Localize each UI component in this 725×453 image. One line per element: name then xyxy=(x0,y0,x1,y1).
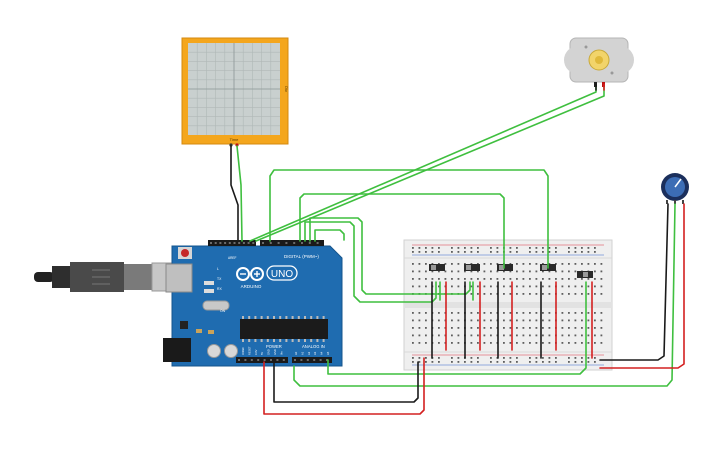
pot-pin-left[interactable] xyxy=(666,200,668,204)
l-led-label: L xyxy=(217,267,219,271)
analog-pin-label: A0 xyxy=(294,351,298,355)
breadboard-jumpers xyxy=(431,281,593,359)
power-pin-label: RESET xyxy=(247,346,251,355)
power-pin-label: 3.3V xyxy=(254,349,258,355)
power-header-label: POWER xyxy=(266,344,282,349)
aref-label: AREF xyxy=(228,256,237,260)
slide-switch-2[interactable] xyxy=(464,264,480,271)
wire-analog-a0[interactable] xyxy=(327,281,587,375)
oscilloscope[interactable]: Time Div xyxy=(181,37,289,147)
power-pin-label: GND xyxy=(273,349,277,355)
analog-header-label: ANALOG IN xyxy=(302,344,325,349)
digital-header-left[interactable] xyxy=(208,240,256,246)
wire-pot-red[interactable] xyxy=(599,203,685,369)
wire-short-3[interactable] xyxy=(314,229,345,242)
digital-header-label: DIGITAL (PWM~) xyxy=(284,254,319,259)
usb-socket[interactable] xyxy=(165,263,193,293)
power-header[interactable] xyxy=(236,357,288,363)
analog-pin-label: A1 xyxy=(300,351,304,355)
tx-label: TX xyxy=(217,277,222,281)
analog-header[interactable] xyxy=(292,357,332,363)
analog-pin-label: A3 xyxy=(313,351,317,355)
arduino-brand-label: ARDUINO xyxy=(241,284,262,289)
pot-pin-right[interactable] xyxy=(682,200,684,204)
power-jack[interactable] xyxy=(163,338,191,362)
oscilloscope-side-label: Div xyxy=(284,86,289,92)
breadboard[interactable] xyxy=(403,239,613,371)
analog-pin-label: A2 xyxy=(307,351,311,355)
rx-label: RX xyxy=(217,287,222,291)
power-pin-label: Vin xyxy=(279,351,283,355)
wire-scope-black[interactable] xyxy=(230,145,239,242)
wire-short-2[interactable] xyxy=(309,217,471,295)
power-pin-label: 5V xyxy=(260,352,264,355)
wire-gnd-main[interactable] xyxy=(273,361,419,403)
digital-header-right[interactable] xyxy=(260,240,324,246)
wire-loop-switch4[interactable] xyxy=(269,169,549,269)
wire-scope-green[interactable] xyxy=(236,145,243,242)
wire-loop-switch3[interactable] xyxy=(299,193,505,269)
analog-pin-label: A4 xyxy=(320,351,324,355)
arduino-uno[interactable]: UNO ARDUINO DIGITAL (PWM~) AREF TX RX L … xyxy=(163,240,343,367)
wire-pot-wiper[interactable] xyxy=(293,203,676,387)
capacitor-1 xyxy=(207,344,221,358)
slide-switch-1[interactable] xyxy=(429,264,445,271)
wire-motor-1[interactable] xyxy=(249,86,597,242)
power-pin-label: IOREF xyxy=(241,347,245,355)
oscilloscope-time-label: Time xyxy=(230,137,240,142)
transistor[interactable] xyxy=(577,271,593,278)
dc-motor[interactable] xyxy=(564,37,634,87)
wire-5v-main[interactable] xyxy=(263,357,425,415)
capacitor-2 xyxy=(224,344,238,358)
slide-switch-3[interactable] xyxy=(497,264,513,271)
reset-button[interactable] xyxy=(181,249,189,257)
wire-pot-black[interactable] xyxy=(599,203,669,361)
crystal-oscillator xyxy=(202,300,230,311)
analog-pin-label: A5 xyxy=(326,351,330,355)
oscilloscope-ground-pin[interactable] xyxy=(235,143,239,147)
atmega-chip xyxy=(240,319,328,339)
arduino-model-label: UNO xyxy=(271,269,293,280)
wires xyxy=(230,83,685,415)
power-pin-label: GND xyxy=(267,349,271,355)
oscilloscope-probe-pin[interactable] xyxy=(229,143,233,147)
pot-pin-mid[interactable] xyxy=(674,200,676,204)
usb-cable xyxy=(34,262,175,292)
on-led-label: ON xyxy=(220,309,226,313)
potentiometer[interactable] xyxy=(661,173,689,204)
arduino-logo-icon xyxy=(236,267,264,281)
wire-short-1[interactable] xyxy=(304,221,437,303)
